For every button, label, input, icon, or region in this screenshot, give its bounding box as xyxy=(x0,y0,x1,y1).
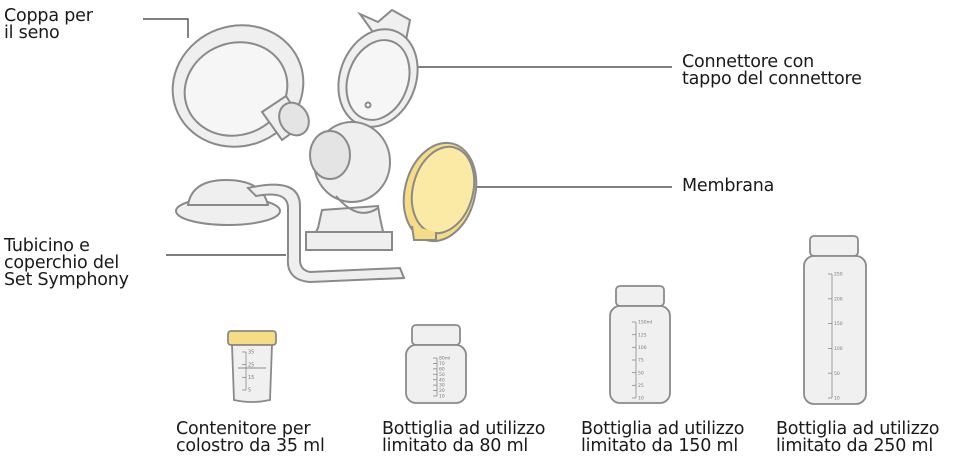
scale-label: 50 xyxy=(638,370,644,376)
label-tubing: Tubicino e coperchio del Set Symphony xyxy=(4,238,129,289)
scale-label: 5 xyxy=(248,388,251,394)
scale-label: 40 xyxy=(439,377,445,383)
label-bottle-150ml: Bottiglia ad utilizzo limitato da 150 ml xyxy=(581,421,744,455)
scale-label: 20 xyxy=(439,388,445,394)
breast-shield-part xyxy=(155,7,320,165)
scale-label: 250 xyxy=(834,272,843,278)
scale-label: 80ml xyxy=(439,356,450,362)
scale-label: 70 xyxy=(439,361,445,367)
membrane-part xyxy=(393,135,486,250)
scale-label: 10 xyxy=(439,394,445,400)
scale-label: 15 xyxy=(248,375,254,381)
scale-label: 10 xyxy=(834,396,840,402)
scale-label: 60 xyxy=(439,366,445,372)
bottle-80ml xyxy=(406,325,466,403)
scale-label: 200 xyxy=(834,296,843,302)
label-bottle-250ml: Bottiglia ad utilizzo limitato da 250 ml xyxy=(776,421,939,455)
leader-breast-shield xyxy=(143,19,188,38)
label-membrane: Membrana xyxy=(682,178,774,195)
scale-label: 10 xyxy=(638,396,644,402)
label-bottle-80ml: Bottiglia ad utilizzo limitato da 80 ml xyxy=(382,421,545,455)
bottle-250ml xyxy=(804,236,866,404)
scale-label: 25 xyxy=(638,383,644,389)
scale-label: 100 xyxy=(834,346,843,352)
scale-label: 25 xyxy=(248,362,254,368)
scale-label: 50 xyxy=(439,372,445,378)
scale-label: 150ml xyxy=(638,320,652,326)
scale-label: 125 xyxy=(638,332,647,338)
scale-label: 75 xyxy=(638,358,644,364)
scale-label: 100 xyxy=(638,345,647,351)
scale-label: 35 xyxy=(248,350,254,356)
scale-label: 150 xyxy=(834,321,843,327)
scale-label: 50 xyxy=(834,371,840,377)
scale-label: 30 xyxy=(439,383,445,389)
label-colostrum-container: Contenitore per colostro da 35 ml xyxy=(176,421,325,455)
label-connector: Connettore con tappo del connettore xyxy=(682,54,862,88)
label-breast-shield: Coppa per il seno xyxy=(4,8,93,42)
